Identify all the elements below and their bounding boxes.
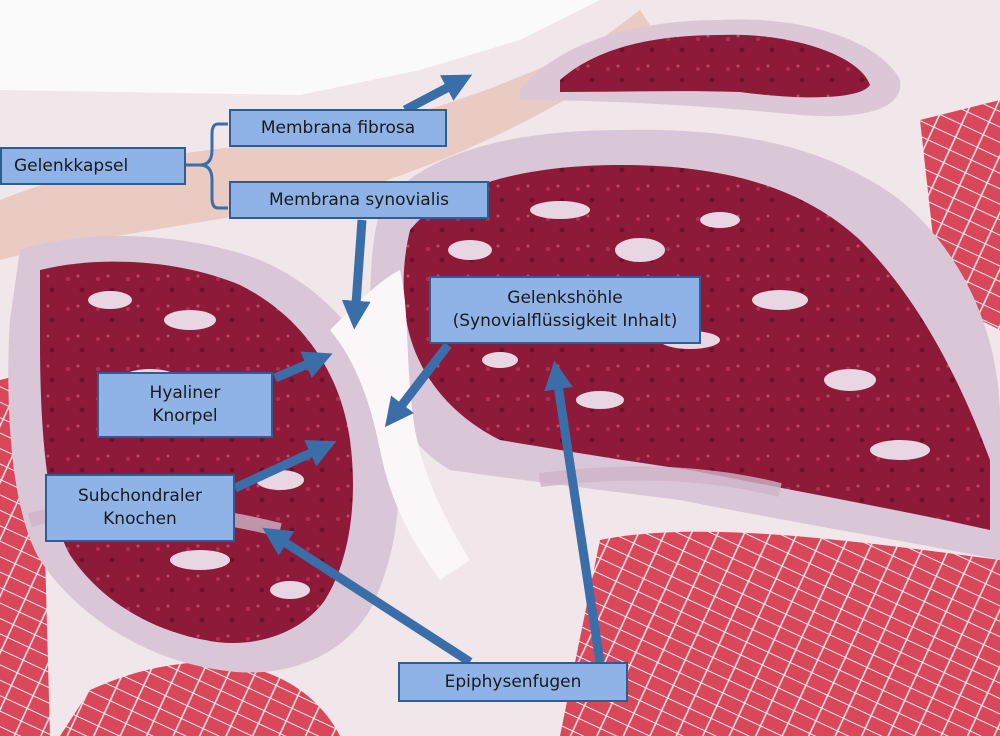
label-subchondraler-knochen: Subchondraler Knochen xyxy=(45,474,235,542)
capsule-bracket xyxy=(186,122,228,210)
label-membrana-synovialis: Membrana synovialis xyxy=(229,181,489,219)
label-hyaliner-knorpel: Hyaliner Knorpel xyxy=(97,372,273,438)
label-membrana-fibrosa: Membrana fibrosa xyxy=(229,109,447,147)
muscle-bottom-left xyxy=(60,662,340,736)
hyaliner-text: Hyaliner xyxy=(149,383,221,404)
label-gelenkkapsel: Gelenkkapsel xyxy=(0,147,186,185)
label-gelenkshoehle: Gelenkshöhle (Synovialflüssigkeit Inhalt… xyxy=(429,276,701,344)
arrow-membrana-synovialis xyxy=(341,219,371,330)
gelenkshoehle-subtext: (Synovialflüssigkeit Inhalt) xyxy=(452,311,678,331)
gelenkkapsel-text: Gelenkkapsel xyxy=(14,155,129,176)
right-bone-trabeculae xyxy=(448,201,930,460)
upper-bone-marrow xyxy=(560,34,870,98)
arrow-gelenkshoehle xyxy=(384,342,452,428)
empty-slide-area xyxy=(0,0,600,95)
arrow-epiphysenfugen-right xyxy=(544,360,605,663)
epiphysenfugen-text: Epiphysenfugen xyxy=(444,671,582,692)
subchondraler-text: Subchondraler xyxy=(77,486,203,507)
arrow-hyaliner-knorpel xyxy=(273,351,333,383)
membrana-fibrosa-text: Membrana fibrosa xyxy=(260,117,416,138)
membrana-synovialis-text: Membrana synovialis xyxy=(268,189,450,210)
knochen-text: Knochen xyxy=(103,509,177,529)
arrow-membrana-fibrosa xyxy=(402,74,473,114)
arrow-subchondraler-knochen xyxy=(233,440,337,493)
label-epiphysenfugen: Epiphysenfugen xyxy=(398,662,628,702)
knorpel-text: Knorpel xyxy=(152,406,218,426)
gelenkshoehle-text: Gelenkshöhle xyxy=(507,288,623,309)
arrow-epiphysenfugen-left xyxy=(262,527,473,666)
muscle-bottom-right xyxy=(560,531,1000,736)
